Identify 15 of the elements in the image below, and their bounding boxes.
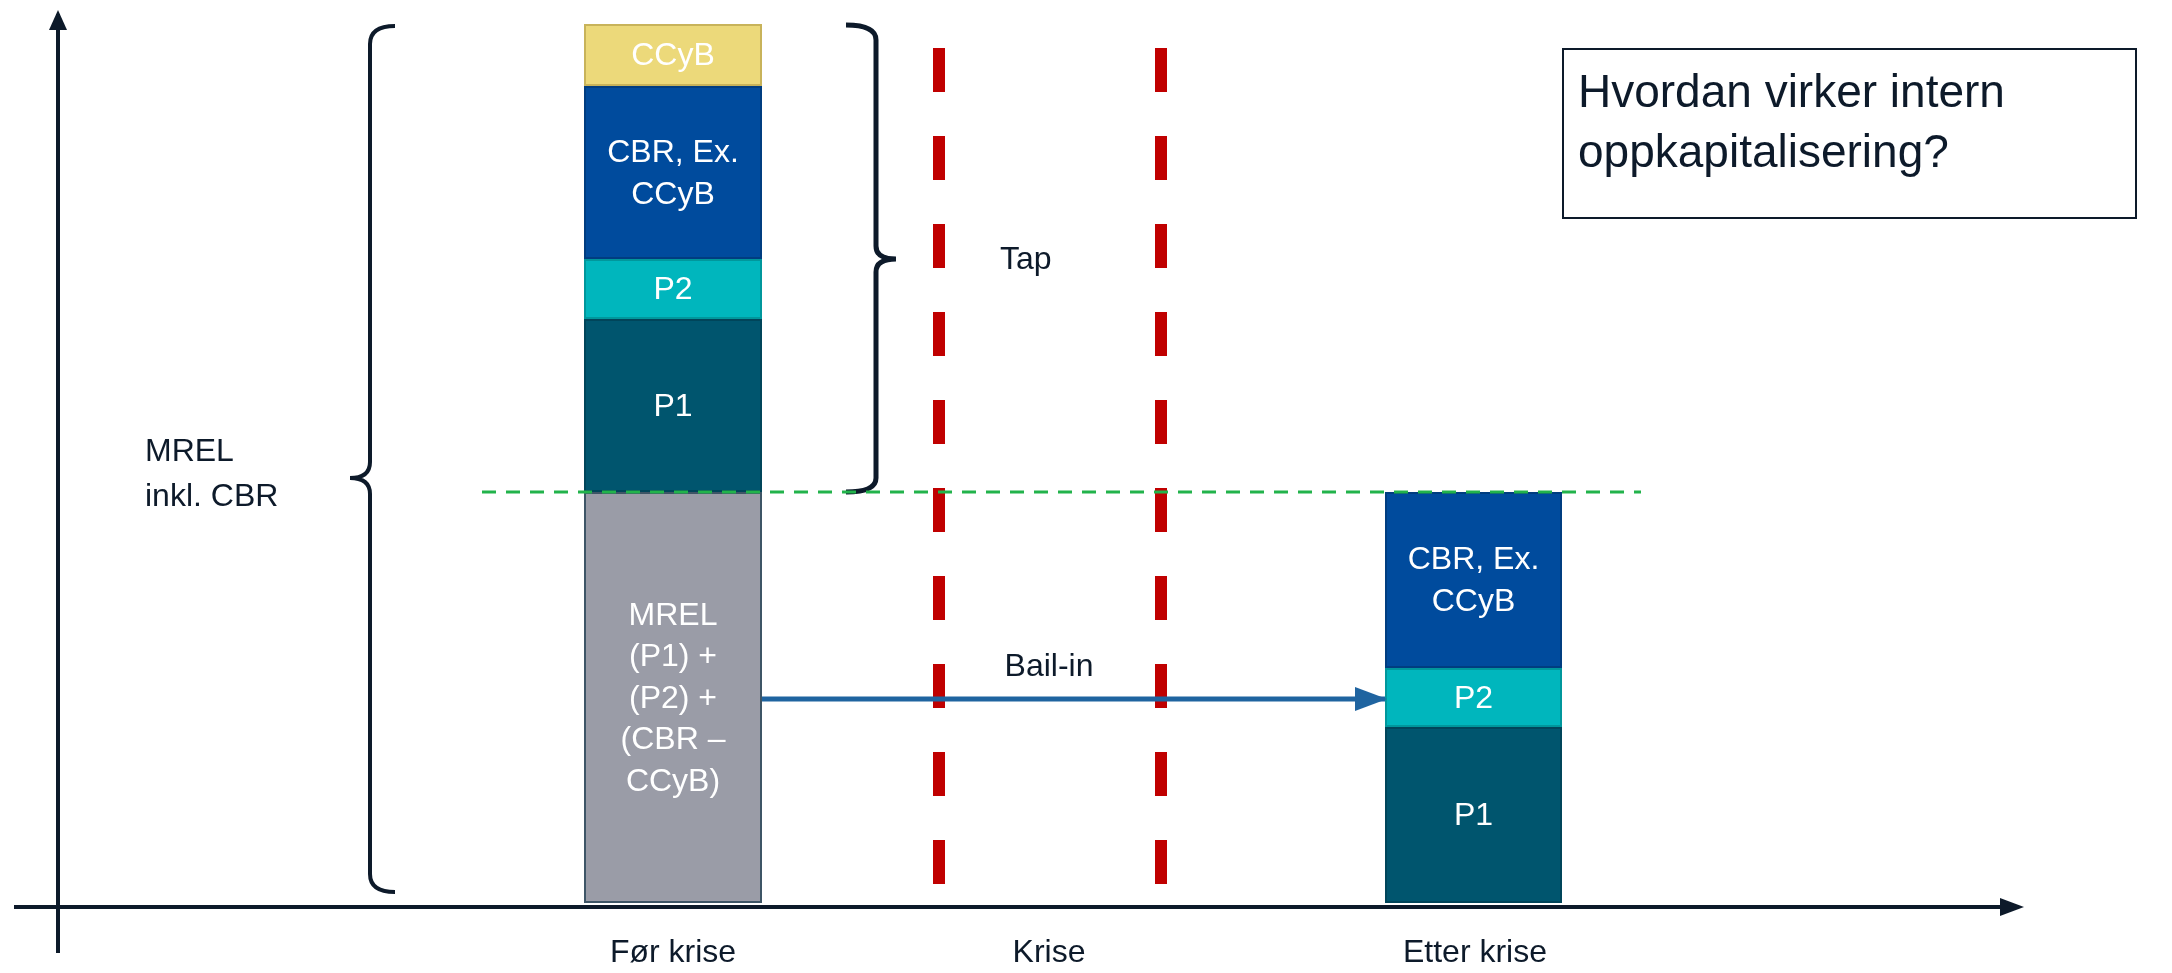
requirement-block: P2: [584, 259, 762, 319]
brace-label: MREL inkl. CBR: [145, 431, 280, 515]
buffer-block: CBR, Ex. CCyB: [1385, 492, 1562, 668]
title: Hvordan virker intern oppkapitalisering?: [1562, 48, 2137, 219]
brace-label: Tap: [1000, 240, 1052, 277]
axis-label: Etter krise: [1403, 933, 1547, 970]
buffer-block: CCyB: [584, 24, 762, 86]
requirement-block: P1: [584, 319, 762, 492]
arrow: [762, 687, 1387, 711]
requirement-block: P2: [1385, 668, 1562, 727]
requirement-block: MREL (P1) + (P2) + (CBR – CCyB): [584, 492, 762, 903]
buffer-block: CBR, Ex. CCyB: [584, 86, 762, 259]
axis-label: Før krise: [609, 933, 737, 970]
requirement-block: P1: [1385, 727, 1562, 903]
axis-label: Krise: [1012, 933, 1086, 970]
